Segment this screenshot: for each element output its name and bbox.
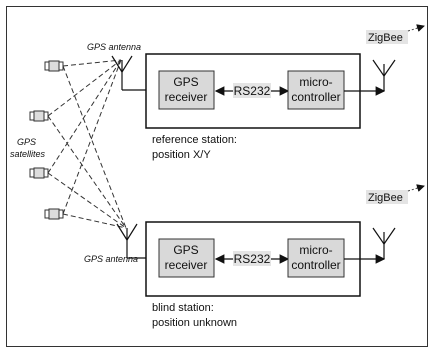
gps-receiver-line2-top: receiver [165,90,208,104]
zigbee-label-top: ZigBee [368,32,403,44]
satellite-signals [47,59,127,229]
microcontroller-line2-bottom: controller [291,258,340,272]
gps-receiver-line1-top: GPS [173,75,198,89]
zigbee-signal-top [407,24,425,32]
rs232-label-bg-bottom [233,251,271,266]
rs232-label-bottom: RS232 [234,252,271,266]
gps-antenna-label-top: GPS antenna [87,42,141,52]
reference-station-caption-line1: reference station: [152,134,237,146]
microcontroller-line2-top: controller [291,90,340,104]
rs232-label-bg-top [233,83,271,98]
microcontroller-line1-bottom: micro- [299,243,332,257]
zigbee-label-bg-top [366,30,408,44]
satellite-icon [29,167,49,179]
microcontroller-line1-top: micro- [299,75,332,89]
blind-station-caption-line2: position unknown [152,317,237,329]
zigbee-label-bg-bottom [366,190,408,204]
satellites-label-line2: satellites [10,149,46,159]
gps-antenna-label-bottom: GPS antenna [84,254,138,264]
zigbee-signal-bottom [407,184,425,192]
satellite-icon [29,110,49,122]
blind-station-caption-line1: blind station: [152,302,214,314]
satellites-label-line1: GPS [17,137,36,147]
figure-frame [6,6,428,347]
zigbee-antenna-icon [372,227,396,259]
reference-station-caption-line2: position X/Y [152,149,211,161]
zigbee-antenna-icon [372,59,396,91]
gps-receiver-box-top [158,70,215,110]
zigbee-label-bottom: ZigBee [368,192,403,204]
rs232-label-top: RS232 [234,84,271,98]
gps-receiver-line1-bottom: GPS [173,243,198,257]
gps-receiver-box-bottom [158,238,215,278]
gps-receiver-line2-bottom: receiver [165,258,208,272]
satellite-icon [44,60,64,72]
microcontroller-box-bottom [287,238,345,278]
satellite-icon [44,208,64,220]
microcontroller-box-top [287,70,345,110]
gps-antenna-icon [116,223,150,259]
